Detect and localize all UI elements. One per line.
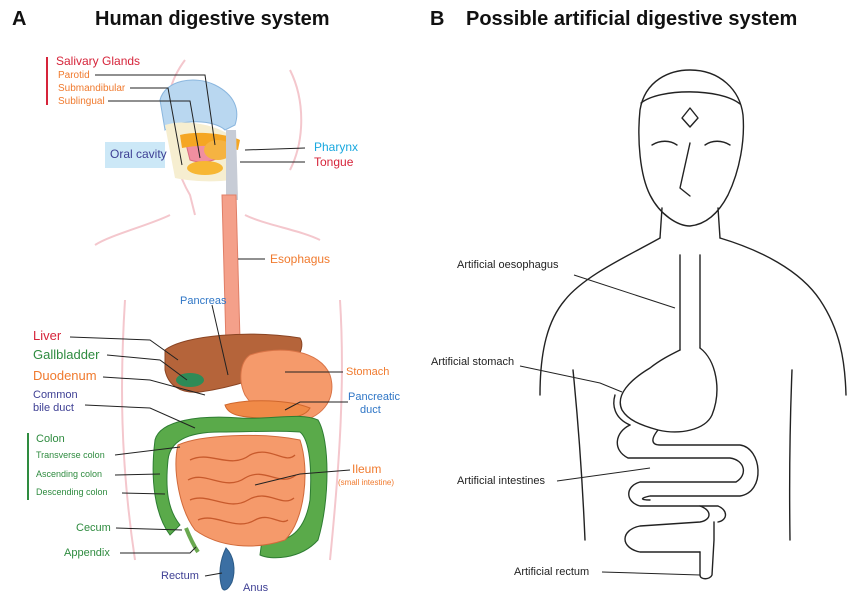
label-artificial-stomach: Artificial stomach — [431, 356, 514, 368]
label-sublingual: Sublingual — [58, 96, 105, 107]
label-oral-cavity: Oral cavity — [110, 148, 167, 161]
label-rectum: Rectum — [161, 570, 199, 582]
label-anus: Anus — [243, 582, 268, 594]
artificial-intestine-inner — [643, 430, 759, 500]
robot-neck-right — [718, 208, 720, 238]
label-appendix: Appendix — [64, 547, 110, 559]
label-parotid: Parotid — [58, 70, 90, 81]
label-ileum-note: (small intestine) — [338, 479, 394, 488]
pharynx-shape — [226, 130, 238, 200]
artificial-intestine-outer — [617, 425, 743, 552]
panel-b-leader-lines — [520, 275, 700, 575]
label-pharynx: Pharynx — [314, 141, 358, 154]
label-ascending-colon: Ascending colon — [36, 470, 102, 480]
label-ileum: Ileum — [352, 463, 381, 476]
label-submandibular: Submandibular — [58, 83, 125, 94]
label-pancreas: Pancreas — [180, 295, 226, 307]
label-stomach: Stomach — [346, 366, 389, 378]
label-artificial-oesophagus: Artificial oesophagus — [457, 259, 559, 271]
label-common-bile-duct-line2: bile duct — [33, 402, 74, 414]
robot-right-shoulder — [720, 238, 846, 395]
label-esophagus: Esophagus — [270, 253, 330, 266]
artificial-body-illustration — [420, 0, 847, 594]
label-tongue: Tongue — [314, 156, 353, 169]
label-cecum: Cecum — [76, 522, 111, 534]
robot-head-outline — [639, 70, 744, 226]
appendix-shape — [186, 528, 198, 552]
label-duodenum: Duodenum — [33, 369, 97, 383]
panel-artificial-digestive-system: B Possible artificial digestive system — [420, 0, 847, 594]
artificial-stomach-outline — [620, 348, 717, 432]
label-transverse-colon: Transverse colon — [36, 451, 105, 461]
robot-forehead-diamond — [682, 108, 698, 127]
robot-left-eye — [652, 141, 677, 145]
label-pancreatic-duct-line1: Pancreatic — [348, 391, 400, 403]
rectum-shape — [220, 548, 234, 590]
submandibular-gland — [187, 161, 223, 175]
label-gallbladder: Gallbladder — [33, 348, 100, 362]
label-pancreatic-duct-line2: duct — [360, 404, 381, 416]
esophagus-shape — [222, 195, 240, 345]
robot-nose — [680, 143, 690, 196]
label-common-bile-duct-line1: Common — [33, 389, 78, 401]
artificial-rectum-outline — [700, 522, 714, 579]
robot-right-eye — [705, 141, 730, 145]
robot-neck-left — [660, 208, 662, 238]
label-salivary-glands: Salivary Glands — [56, 55, 140, 68]
label-liver: Liver — [33, 329, 61, 343]
label-artificial-rectum: Artificial rectum — [514, 566, 589, 578]
small-intestine-shape — [176, 435, 305, 546]
robot-forehead-line — [641, 92, 740, 104]
robot-right-torso — [790, 370, 792, 540]
panel-human-digestive-system: A Human digestive system — [0, 0, 420, 594]
label-artificial-intestines: Artificial intestines — [457, 475, 545, 487]
head-organs — [105, 80, 240, 200]
label-descending-colon: Descending colon — [36, 488, 108, 498]
robot-left-torso — [573, 370, 585, 540]
label-colon: Colon — [36, 433, 65, 445]
